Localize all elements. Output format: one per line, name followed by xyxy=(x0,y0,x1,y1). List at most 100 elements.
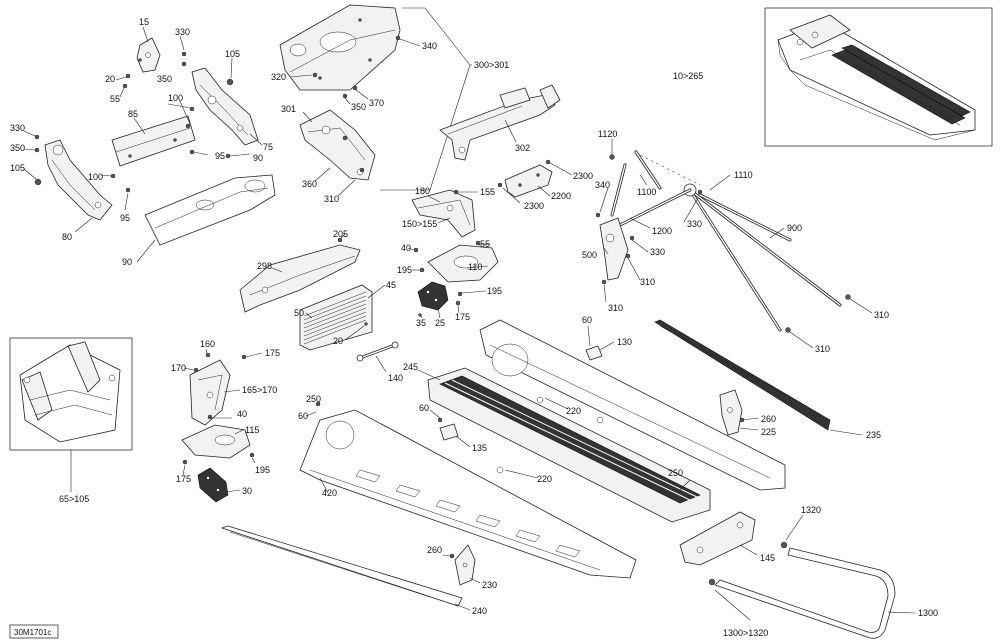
callout-100: 100 xyxy=(168,93,183,103)
callout-350: 350 xyxy=(157,74,172,84)
reference-code: 30M1701c xyxy=(14,628,51,637)
callout-40: 40 xyxy=(401,243,411,253)
part-bracket-225 xyxy=(719,389,759,436)
part-bracket-230 xyxy=(442,544,481,586)
callout-150-155: 150>155 xyxy=(402,219,437,229)
callout-220: 220 xyxy=(537,474,552,484)
callout-115: 115 xyxy=(245,425,259,435)
callout-220: 220 xyxy=(566,406,581,416)
part-bracket-2200 xyxy=(497,159,573,204)
callout-140: 140 xyxy=(388,373,403,383)
callout-2200: 2200 xyxy=(551,191,571,201)
hardware-top-left xyxy=(23,35,251,211)
part-rear-bumper-1300 xyxy=(708,514,916,639)
callout-60: 60 xyxy=(582,315,592,325)
callout-230: 230 xyxy=(482,580,497,590)
part-tunnel-side-420 xyxy=(299,409,637,579)
callout-85: 85 xyxy=(128,109,138,119)
part-footrest-25 xyxy=(417,281,487,319)
callout-1300-1320: 1300>1320 xyxy=(723,628,768,638)
reference-code-tag: 30M1701c xyxy=(9,624,59,639)
callout-180: 180 xyxy=(415,186,430,196)
callout-60: 60 xyxy=(298,411,308,421)
callout-20: 20 xyxy=(105,74,115,84)
part-skid-plate-90 xyxy=(136,174,276,263)
callout-310: 310 xyxy=(815,344,830,354)
callout-301: 301 xyxy=(281,104,296,114)
callout-340: 340 xyxy=(595,180,610,190)
callout-330: 330 xyxy=(650,247,665,257)
callout-135: 135 xyxy=(472,443,487,453)
callout-175: 175 xyxy=(265,348,280,358)
callout-310: 310 xyxy=(608,303,623,313)
part-tunnel-top-245 xyxy=(417,367,711,523)
part-link-140 xyxy=(356,341,399,373)
callout-235: 235 xyxy=(866,430,881,440)
callout-40: 40 xyxy=(237,409,247,419)
callout-1100: 1100 xyxy=(637,187,656,197)
callout-90: 90 xyxy=(253,153,263,163)
callout-175: 175 xyxy=(176,474,191,484)
callout-60: 60 xyxy=(419,403,429,413)
callout-95: 95 xyxy=(120,213,130,223)
callout-90: 90 xyxy=(122,257,132,267)
callout-302: 302 xyxy=(515,143,530,153)
callout-310: 310 xyxy=(324,194,339,204)
callout-350: 350 xyxy=(10,143,25,153)
callout-20: 20 xyxy=(333,336,343,346)
part-bracket-165-170 xyxy=(183,348,263,426)
part-footrest-115 xyxy=(181,414,256,476)
callout-2300: 2300 xyxy=(524,201,544,211)
callout-10-265: 10>265 xyxy=(673,71,703,81)
callout-240: 240 xyxy=(472,606,487,616)
callout-55: 55 xyxy=(110,94,120,104)
inset-front-frame xyxy=(9,337,133,492)
part-crossmember-85 xyxy=(111,115,196,167)
callout-165-170: 165>170 xyxy=(242,385,277,395)
part-slide-rail-235 xyxy=(654,319,863,436)
callout-195: 195 xyxy=(255,465,270,475)
callout-155: 155 xyxy=(480,187,495,197)
part-rear-bracket-145 xyxy=(679,511,758,566)
part-steering-column-302 xyxy=(439,84,561,161)
callout-45: 45 xyxy=(386,280,396,290)
callout-260: 260 xyxy=(427,545,442,555)
callout-320: 320 xyxy=(271,72,286,82)
callout-310: 310 xyxy=(640,277,655,287)
callout-360: 360 xyxy=(302,179,317,189)
callout-205: 205 xyxy=(333,229,348,239)
part-steering-support-301 xyxy=(299,109,376,181)
callout-330: 330 xyxy=(10,123,25,133)
callout-175: 175 xyxy=(455,312,470,322)
callout-340: 340 xyxy=(422,41,437,51)
part-slide-rail-240 xyxy=(220,525,471,611)
callout-1320: 1320 xyxy=(801,505,821,515)
callout-350: 350 xyxy=(351,102,366,112)
callout-370: 370 xyxy=(369,98,384,108)
callout-225: 225 xyxy=(761,427,776,437)
bracket-group-300 xyxy=(289,7,472,197)
callout-160: 160 xyxy=(200,339,215,349)
callout-250: 250 xyxy=(668,468,683,478)
part-heat-exchanger-45 xyxy=(299,284,386,351)
part-right-front-frame-75 xyxy=(191,67,263,146)
callout-105: 105 xyxy=(10,163,25,173)
callout-1110: 1110 xyxy=(734,170,753,180)
part-footrest-30 xyxy=(197,467,241,503)
callout-260: 260 xyxy=(761,414,776,424)
part-front-arm-1200 xyxy=(595,139,731,303)
part-console-110 xyxy=(407,240,499,283)
part-tunnel-side-220 xyxy=(479,319,786,491)
callout-55: 55 xyxy=(480,239,490,249)
callout-145: 145 xyxy=(760,553,775,563)
callout-195: 195 xyxy=(397,265,412,275)
callout-30: 30 xyxy=(242,486,252,496)
part-bracket-180 xyxy=(411,189,478,238)
callout-50: 50 xyxy=(294,308,304,318)
callout-500: 500 xyxy=(582,250,597,260)
callout-330: 330 xyxy=(687,219,702,229)
part-bracket-15 xyxy=(136,26,161,73)
callout-1300: 1300 xyxy=(918,608,938,618)
callout-420: 420 xyxy=(322,488,337,498)
